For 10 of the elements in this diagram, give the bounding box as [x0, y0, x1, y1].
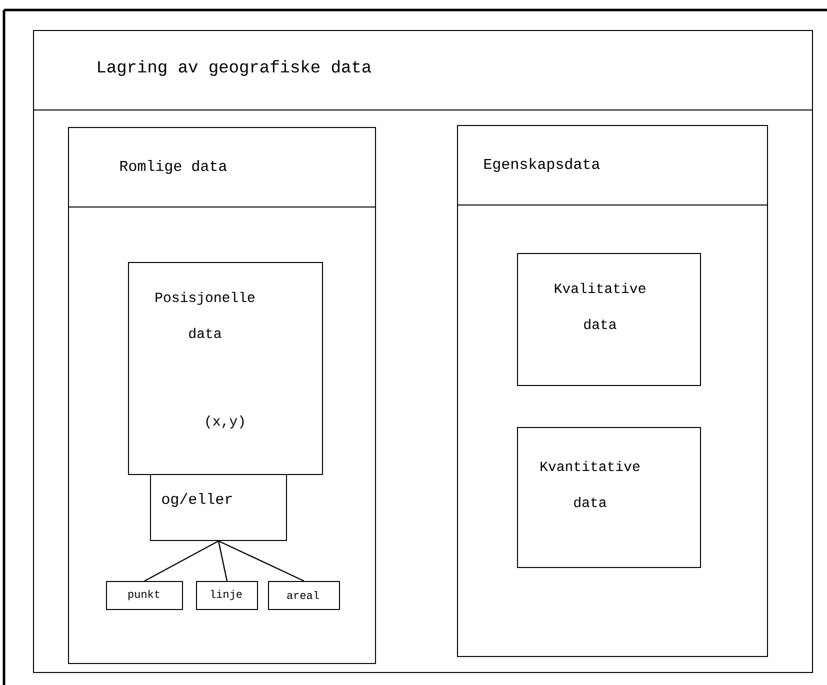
- connector-line: [218, 540, 304, 582]
- process-box: Kvantitative data: [517, 427, 701, 568]
- connector-line: [218, 540, 228, 582]
- item-box: linje: [196, 581, 258, 610]
- item-box: areal: [268, 581, 340, 610]
- connector-line: [144, 540, 219, 582]
- process-box: Posisjonelle data (x,y): [128, 262, 323, 475]
- item-box: punkt: [106, 581, 183, 610]
- process-box: og/eller: [150, 474, 287, 541]
- process-box: Kvalitative data: [517, 253, 701, 386]
